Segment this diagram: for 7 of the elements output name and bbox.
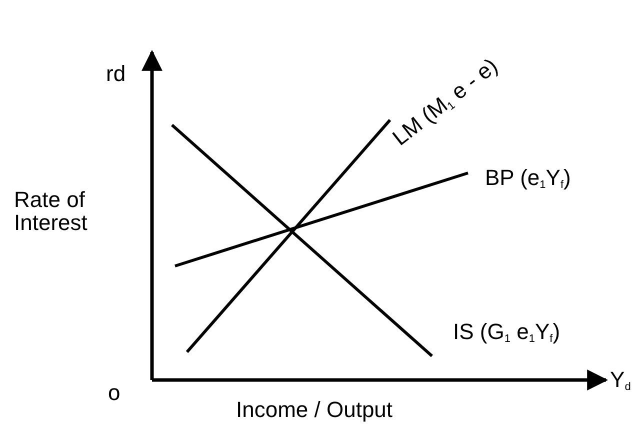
axis-label: Income / Output bbox=[236, 398, 393, 422]
origin-label: o bbox=[108, 381, 120, 404]
axis-label: Y$_{d}$ bbox=[610, 368, 631, 394]
curve-label: BP (e$_{1}$Y$_{f}$) bbox=[485, 166, 571, 192]
axis-label: Rate of Interest bbox=[14, 188, 88, 234]
axis-label: rd bbox=[106, 62, 126, 86]
curve-label: IS (G$_{1}$ e$_{1}$Y$_{f}$) bbox=[453, 320, 560, 346]
